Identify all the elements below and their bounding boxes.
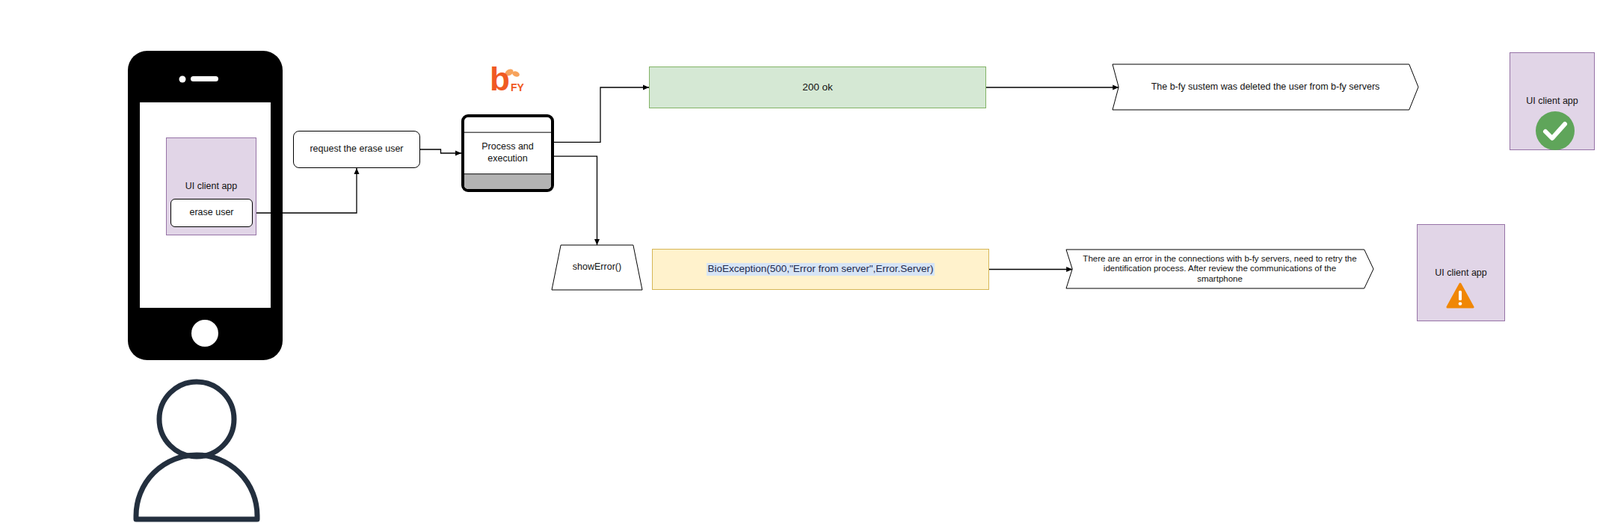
result-step-shape: There are an error in the connections wi… — [1066, 249, 1374, 289]
node-text: There are an error in the connections wi… — [1081, 254, 1359, 285]
user-figure — [136, 382, 258, 520]
node-text: Process and execution — [470, 141, 546, 165]
phone-camera — [179, 76, 187, 83]
user-head — [159, 382, 235, 457]
flow-arrow — [554, 87, 649, 143]
flow-arrow — [989, 269, 1073, 270]
phone-speaker — [190, 76, 219, 82]
logo-text: FY — [510, 82, 525, 93]
node-text: UI client app — [1434, 267, 1487, 280]
app-screen-panel: UI client app erase user — [165, 137, 257, 236]
function-trapezoid: showError() — [551, 245, 643, 291]
node-text: erase user — [189, 207, 234, 220]
flow-arrow — [420, 149, 462, 154]
node-text: The b-fy sustem was deleted the user fro… — [1151, 81, 1381, 94]
node-text: showError() — [572, 261, 622, 274]
warning-icon — [1445, 282, 1475, 310]
node-text: 200 ok — [802, 81, 833, 95]
logo-letter: b — [489, 62, 510, 96]
phone-home-button — [191, 320, 219, 347]
flow-arrow — [554, 156, 598, 246]
flow-arrow — [986, 86, 1119, 88]
phone-screen — [139, 102, 271, 309]
logo-wing — [511, 70, 521, 78]
flow-arrow — [252, 168, 357, 214]
smartphone — [127, 50, 283, 361]
success-icon — [1534, 110, 1576, 152]
action-button: erase user — [170, 198, 253, 228]
user-body — [136, 455, 258, 520]
phone-body — [127, 50, 283, 361]
request-box: request the erase user — [293, 130, 421, 169]
error-response-box: BioException(500,"Error from server",Err… — [651, 248, 990, 291]
node-text: request the erase user — [309, 143, 403, 156]
result-step-shape: The b-fy sustem was deleted the user fro… — [1112, 64, 1419, 110]
node-text: BioException(500,"Error from server",Err… — [706, 263, 934, 276]
process-box: Process and execution — [461, 114, 555, 193]
success-response-box: 200 ok — [648, 66, 987, 109]
node-text: UI client app — [185, 180, 238, 193]
node-text: UI client app — [1525, 95, 1578, 108]
